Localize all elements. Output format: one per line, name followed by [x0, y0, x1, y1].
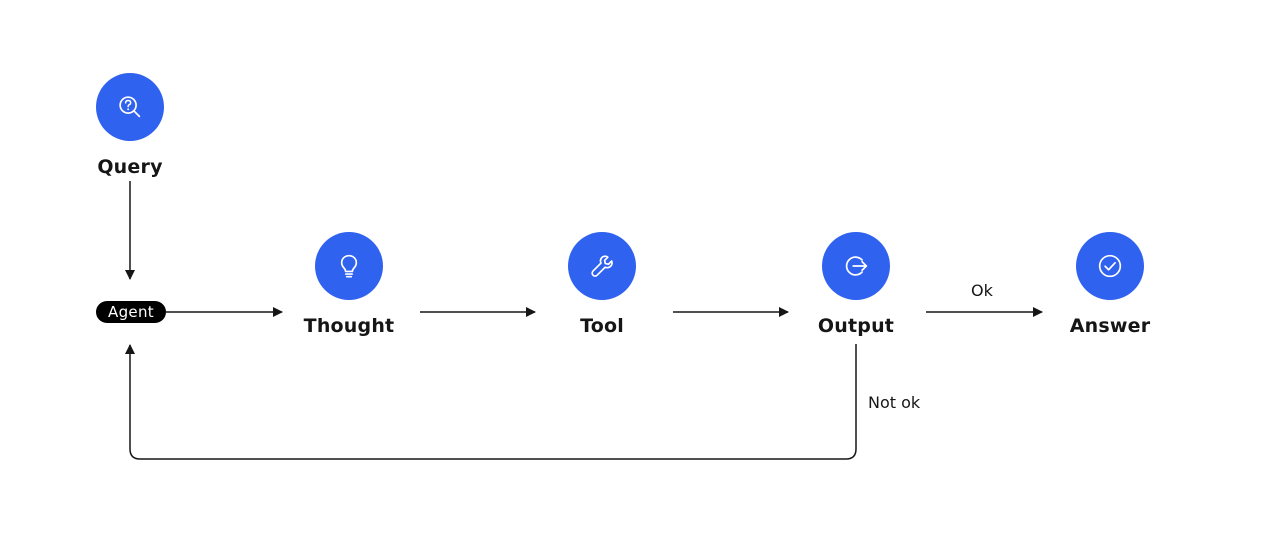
not-ok-edge-label: Not ok — [868, 393, 921, 412]
answer-label: Answer — [1069, 315, 1151, 337]
output-node — [822, 232, 890, 300]
thought-node — [315, 232, 383, 300]
tool-label: Tool — [580, 315, 624, 337]
arrow-output-back-to-agent — [125, 344, 857, 460]
tool-node — [568, 232, 636, 300]
ok-edge-label: Ok — [971, 281, 993, 300]
answer-node — [1076, 232, 1144, 300]
thought-label: Thought — [303, 315, 395, 337]
search-question-icon — [119, 96, 141, 118]
checkmark-circle-icon — [1098, 254, 1122, 278]
output-label: Output — [817, 315, 895, 337]
wrench-icon — [591, 255, 613, 277]
lightbulb-icon — [340, 254, 358, 278]
query-label: Query — [97, 156, 163, 178]
exit-arrow-icon — [845, 256, 868, 276]
query-node — [96, 73, 164, 141]
agent-badge: Agent — [96, 301, 166, 323]
